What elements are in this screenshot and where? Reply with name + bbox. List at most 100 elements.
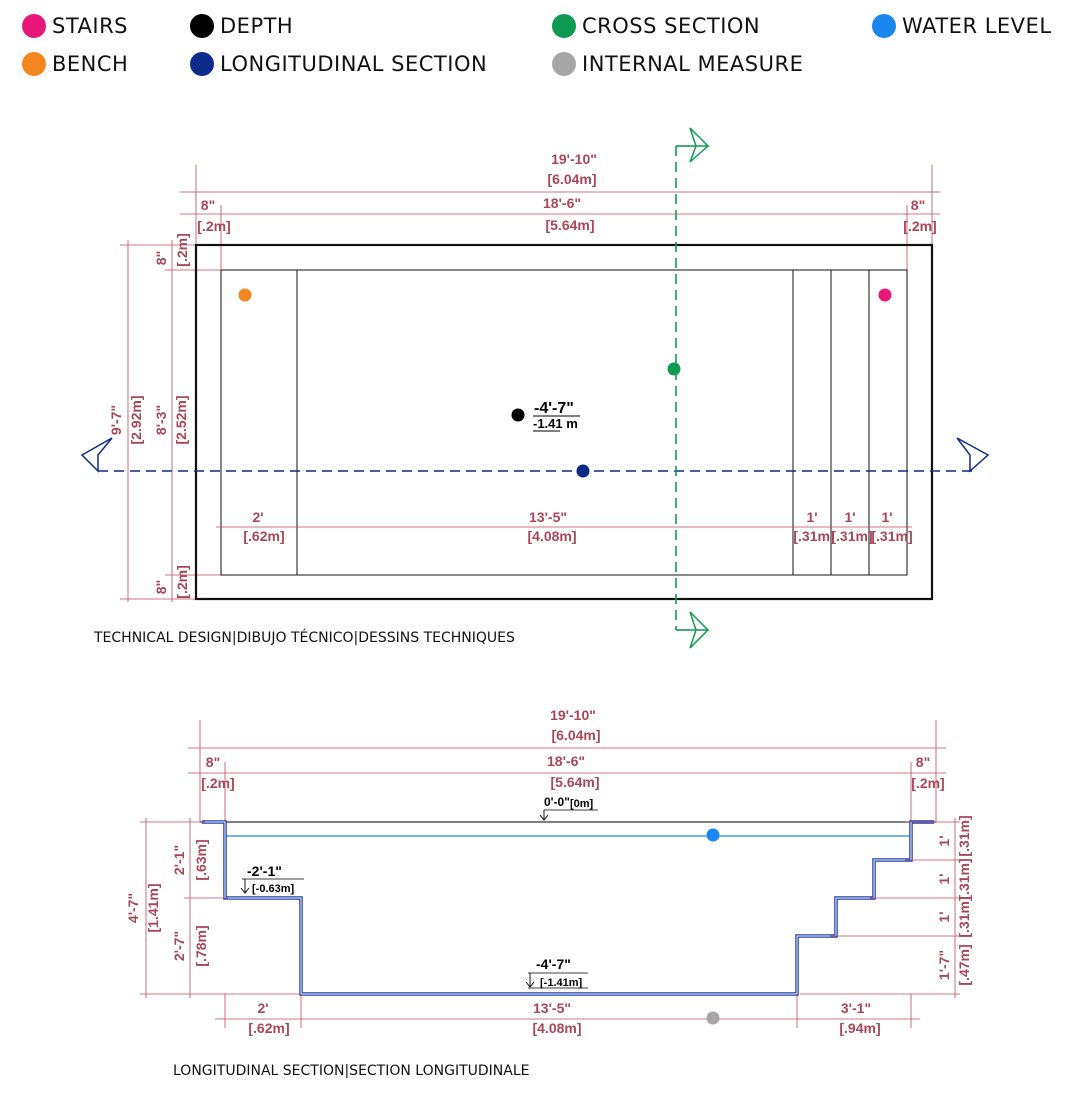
plan-step2-m: [.31m] bbox=[831, 528, 872, 544]
pool-outer-edge bbox=[194, 243, 934, 601]
legend-stairs: STAIRS bbox=[22, 14, 128, 38]
legend-label: BENCH bbox=[52, 52, 129, 76]
elevation-arrow-icon bbox=[240, 879, 250, 894]
plan-inner-width-m: [2.52m] bbox=[173, 395, 189, 444]
longitudinal-dot-icon bbox=[190, 52, 214, 76]
longitudinal-section-view: 19'-10" [6.04m] 18'-6" [5.64m] 8" [.2m] … bbox=[125, 707, 972, 1079]
legend-label: LONGITUDINAL SECTION bbox=[220, 52, 488, 76]
legend-label: WATER LEVEL bbox=[902, 14, 1052, 38]
plan-wall-left-ft: 8" bbox=[201, 197, 215, 213]
plan-view: 19'-10" [6.04m] 18'-6" [5.64m] 8" [.2m] … bbox=[80, 127, 990, 649]
legend-bench: BENCH bbox=[22, 52, 128, 76]
floor-elev-ft: -4'-7" bbox=[536, 956, 571, 972]
section-step1-m: [.31m] bbox=[956, 815, 972, 856]
plan-step3-m: [.31m] bbox=[871, 528, 912, 544]
section-last-step-ft: 1'-7" bbox=[936, 950, 952, 980]
internal-dot-icon bbox=[552, 52, 576, 76]
cross-dot-icon bbox=[552, 14, 576, 38]
plan-overall-ft: 19'-10" bbox=[551, 151, 597, 167]
section-lower-ft: 2'-7" bbox=[171, 931, 187, 961]
plan-width-m: [2.92m] bbox=[128, 395, 144, 444]
section-inner-m: [5.64m] bbox=[550, 774, 599, 790]
section-wall-left-m: [.2m] bbox=[201, 775, 234, 791]
stairs-dot-icon bbox=[22, 14, 46, 38]
top-elev-m: [0m] bbox=[570, 798, 594, 810]
section-main-ft: 13'-5" bbox=[533, 1000, 571, 1016]
elevation-arrow-icon bbox=[525, 973, 535, 988]
legend-water: WATER LEVEL bbox=[872, 14, 1052, 38]
depth-dot-icon bbox=[190, 14, 214, 38]
section-overall-m: [6.04m] bbox=[551, 727, 600, 743]
cross-section-marker bbox=[667, 362, 681, 376]
plan-width-ft: 9'-7" bbox=[108, 405, 124, 435]
plan-inner-m: [5.64m] bbox=[545, 217, 594, 233]
plan-bench-m: [.62m] bbox=[243, 528, 284, 544]
legend-label: DEPTH bbox=[220, 14, 294, 38]
plan-inner-ft: 18'-6" bbox=[543, 195, 581, 211]
legend-internal: INTERNAL MEASURE bbox=[552, 52, 803, 76]
cross-arrow-bottom-icon bbox=[689, 611, 710, 649]
legend-longitudinal: LONGITUDINAL SECTION bbox=[190, 52, 487, 76]
plan-step2-ft: 1' bbox=[844, 509, 855, 525]
plan-step1-m: [.31m] bbox=[793, 528, 834, 544]
pool-inner-edge bbox=[220, 269, 908, 576]
plan-overall-m: [6.04m] bbox=[547, 171, 596, 187]
internal-measure-marker bbox=[706, 1011, 720, 1025]
section-overall-ft: 19'-10" bbox=[550, 707, 596, 723]
stairs-marker bbox=[878, 288, 892, 302]
elevation-arrow-icon bbox=[539, 810, 549, 821]
section-arrow-right-icon bbox=[956, 437, 990, 473]
bench-elev-ft: -2'-1" bbox=[247, 863, 282, 879]
section-step3-m: [.31m] bbox=[956, 896, 972, 937]
section-arrow-left-icon bbox=[80, 437, 113, 473]
bench-dot-icon bbox=[22, 52, 46, 76]
section-wall-left-ft: 8" bbox=[206, 754, 220, 770]
plan-wall-top-ft: 8" bbox=[153, 251, 169, 265]
plan-caption: TECHNICAL DESIGN|DIBUJO TÉCNICO|DESSINS … bbox=[93, 629, 515, 646]
longitudinal-marker bbox=[576, 464, 590, 478]
section-last-step-m: [.47m] bbox=[956, 944, 972, 985]
section-lower-m: [.78m] bbox=[193, 925, 209, 966]
top-elev-ft: 0'-0" bbox=[544, 795, 570, 809]
depth-marker bbox=[511, 408, 525, 422]
water-dot-icon bbox=[872, 14, 896, 38]
section-inner-ft: 18'-6" bbox=[547, 753, 585, 769]
plan-bench-ft: 2' bbox=[252, 509, 263, 525]
legend-depth: DEPTH bbox=[190, 14, 293, 38]
cross-arrow-top-icon bbox=[689, 127, 710, 163]
section-bench-ft: 2' bbox=[257, 1000, 268, 1016]
legend-cross: CROSS SECTION bbox=[552, 14, 760, 38]
plan-main-m: [4.08m] bbox=[527, 528, 576, 544]
plan-step1-ft: 1' bbox=[806, 509, 817, 525]
section-upper-m: [.63m] bbox=[193, 839, 209, 880]
plan-inner-width-ft: 8'-3" bbox=[153, 405, 169, 435]
section-wall-right-ft: 8" bbox=[916, 754, 930, 770]
section-stair-run-ft: 3'-1" bbox=[841, 1000, 871, 1016]
water-level-marker bbox=[706, 828, 720, 842]
plan-wall-bottom-ft: 8" bbox=[153, 580, 169, 594]
section-bench-m: [.62m] bbox=[248, 1020, 289, 1036]
plan-depth-ft: -4'-7" bbox=[534, 400, 574, 417]
plan-wall-top-m: [.2m] bbox=[174, 233, 190, 266]
plan-main-ft: 13'-5" bbox=[529, 509, 567, 525]
plan-step3-ft: 1' bbox=[881, 509, 892, 525]
section-step2-m: [.31m] bbox=[956, 858, 972, 899]
plan-wall-right-m: [.2m] bbox=[903, 218, 936, 234]
section-step2-ft: 1' bbox=[936, 873, 952, 884]
plan-depth-m: -1.41 m bbox=[533, 416, 578, 431]
plan-wall-right-ft: 8" bbox=[911, 197, 925, 213]
plan-wall-bottom-m: [.2m] bbox=[174, 565, 190, 598]
pool-profile-inner bbox=[202, 821, 934, 995]
floor-elev-m: [-1.41m] bbox=[540, 977, 583, 989]
legend-label: CROSS SECTION bbox=[582, 14, 761, 38]
section-total-depth-m: [1.41m] bbox=[145, 883, 161, 932]
section-wall-right-m: [.2m] bbox=[911, 775, 944, 791]
section-step1-ft: 1' bbox=[936, 835, 952, 846]
section-total-depth-ft: 4'-7" bbox=[125, 893, 141, 923]
section-caption: LONGITUDINAL SECTION|SECTION LONGITUDINA… bbox=[173, 1063, 529, 1079]
bench-marker bbox=[238, 288, 252, 302]
section-upper-ft: 2'-1" bbox=[171, 845, 187, 875]
legend-label: STAIRS bbox=[52, 14, 129, 38]
section-main-m: [4.08m] bbox=[532, 1020, 581, 1036]
